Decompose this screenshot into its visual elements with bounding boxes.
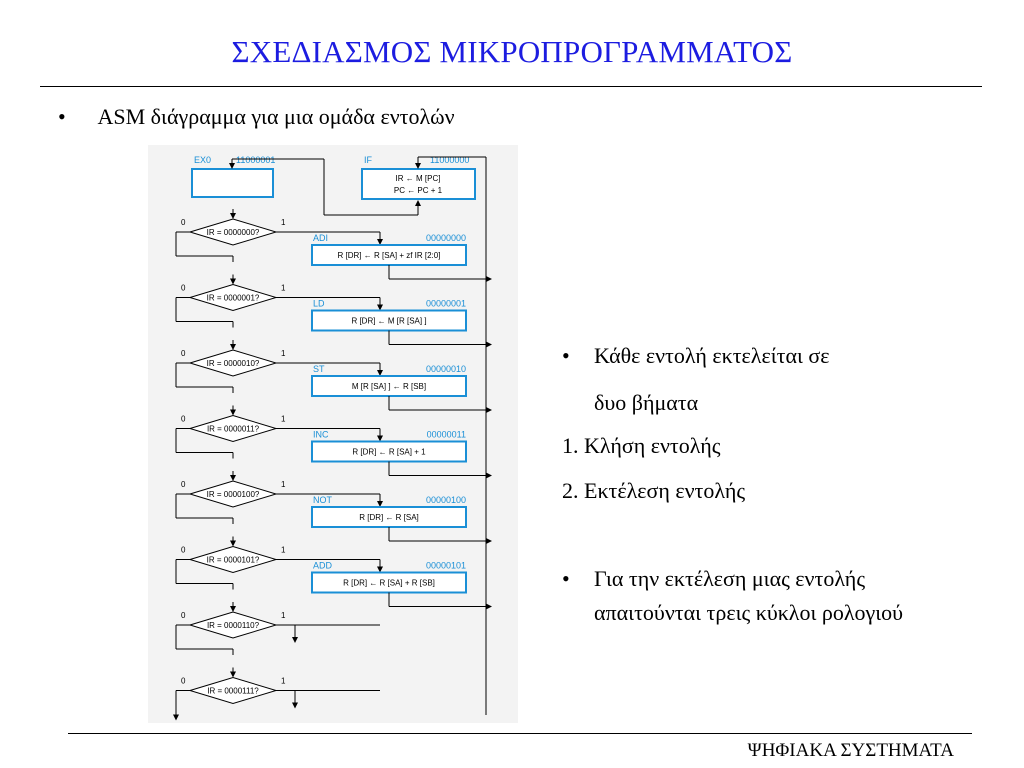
decision-label: IR = 0000110? <box>207 621 260 630</box>
false-branch-label: 0 <box>181 218 186 227</box>
true-branch-label: 1 <box>281 218 286 227</box>
false-branch-label: 0 <box>181 415 186 424</box>
state-code-label: 00000001 <box>426 299 466 309</box>
false-branch-label: 0 <box>181 546 186 555</box>
right-bullet-2: • <box>562 566 570 592</box>
title-divider <box>40 86 982 87</box>
decision-entry-arrow <box>230 278 236 285</box>
state-name-label: ADD <box>313 561 333 571</box>
false-branch-label: 0 <box>181 480 186 489</box>
if-code-label: 11000000 <box>430 155 469 165</box>
decision-entry-arrow <box>230 409 236 416</box>
true-branch-arrow <box>377 304 383 311</box>
true-branch-end-arrow <box>292 702 298 709</box>
true-branch-label: 1 <box>281 415 286 424</box>
bullet-asm-text: ASM διάγραμμα για μια ομάδα εντολών <box>97 104 455 129</box>
step-2: 2. Εκτέλεση εντολής <box>562 478 746 503</box>
bullet-glyph: • <box>562 566 570 591</box>
bullet-asm: • ASM διάγραμμα για μια ομάδα εντολών <box>58 104 455 130</box>
state-name-label: NOT <box>313 495 333 505</box>
footer-divider <box>68 733 972 734</box>
state-exit-arrow <box>486 407 492 413</box>
step-1: 1. Κλήση εντολής <box>562 433 721 458</box>
decision-entry-arrow <box>230 213 236 219</box>
right-bullet-1: • <box>562 343 570 369</box>
right-bullet-1-line-2: δυο βήματα <box>594 390 699 415</box>
state-op: R [DR] ← M [R [SA] ] <box>351 317 426 326</box>
decision-entry-arrow <box>230 344 236 350</box>
footer-text: ΨΗΦΙΑΚΑ ΣΥΣΤΗΜΑΤΑ <box>747 740 954 761</box>
decision-entry-arrow <box>230 606 236 612</box>
true-branch-arrow <box>377 501 383 507</box>
decision-entry-arrow <box>230 671 236 678</box>
state-code-label: 00000011 <box>427 430 466 440</box>
true-branch-label: 1 <box>281 349 286 358</box>
state-code-label: 00000010 <box>426 364 466 374</box>
right-bullet-2-line-2: απαιτούνται τρεις κύκλοι ρολογιού <box>594 600 904 625</box>
state-exit-arrow <box>486 276 492 282</box>
decision-label: IR = 0000111? <box>207 687 259 696</box>
state-exit-arrow <box>486 341 492 348</box>
state-code-label: 00000101 <box>426 561 466 571</box>
if-op-1: IR ← M [PC] <box>396 174 441 183</box>
if-op-2: PC ← PC + 1 <box>394 186 443 195</box>
state-op: R [DR] ← R [SA] + 1 <box>352 448 426 457</box>
right-bullet-2-line-1: Για την εκτέλεση μιας εντολής <box>594 566 866 591</box>
decision-label: IR = 0000100? <box>207 490 260 499</box>
false-branch-label: 0 <box>181 677 186 686</box>
state-op: R [DR] ← R [SA] + R [SB] <box>343 579 435 588</box>
state-name-label: ST <box>313 364 325 374</box>
state-op: R [DR] ← R [SA] <box>359 513 419 522</box>
decision-label: IR = 0000001? <box>207 294 260 303</box>
true-branch-label: 1 <box>281 677 286 686</box>
true-branch-label: 1 <box>281 480 286 489</box>
true-branch-arrow <box>377 239 383 245</box>
right-bullet-1-line-1: Κάθε εντολή εκτελείται σε <box>594 343 830 368</box>
true-branch-arrow <box>377 566 383 573</box>
ex0-state-box <box>191 168 274 198</box>
false-branch-label: 0 <box>181 611 186 620</box>
decision-label: IR = 0000101? <box>207 556 260 565</box>
state-op: R [DR] ← R [SA] + zf IR [2:0] <box>338 251 441 260</box>
state-code-label: 00000000 <box>426 233 466 243</box>
decision-entry-arrow <box>230 540 236 547</box>
slide-title: ΣΧΕΔΙΑΣΜΟΣ ΜΙΚΡΟΠΡΟΓΡΑΜΜΑΤΟΣ <box>231 34 793 69</box>
bullet-glyph: • <box>58 104 66 129</box>
true-branch-end-arrow <box>292 637 298 643</box>
ex0-to-if-arrow <box>415 200 421 206</box>
if-state-box <box>361 168 476 200</box>
decision-label: IR = 0000000? <box>207 228 260 237</box>
state-exit-arrow <box>486 603 492 610</box>
true-branch-label: 1 <box>281 611 286 620</box>
decision-label: IR = 0000011? <box>207 425 260 434</box>
if-entry-arrow <box>415 163 421 169</box>
state-name-label: ADI <box>313 233 328 243</box>
ex0-entry-arrow <box>229 163 235 169</box>
true-branch-arrow <box>377 435 383 442</box>
ex0-name-label: EX0 <box>194 155 211 165</box>
ex0-code-label: 11000001 <box>236 155 275 165</box>
decision-label: IR = 0000010? <box>207 359 260 368</box>
state-exit-arrow <box>486 472 492 479</box>
state-exit-arrow <box>486 538 492 544</box>
state-op: M [R [SA] ] ← R [SB] <box>352 382 426 391</box>
state-name-label: LD <box>313 299 325 309</box>
false-branch-end-arrow <box>173 714 179 721</box>
bullet-glyph: • <box>562 343 570 368</box>
true-branch-label: 1 <box>281 546 286 555</box>
if-name-label: IF <box>364 155 373 165</box>
false-branch-label: 0 <box>181 349 186 358</box>
state-code-label: 00000100 <box>426 495 466 505</box>
decision-entry-arrow <box>230 475 236 481</box>
true-branch-label: 1 <box>281 284 286 293</box>
false-branch-label: 0 <box>181 284 186 293</box>
true-branch-arrow <box>377 370 383 376</box>
state-name-label: INC <box>313 430 329 440</box>
